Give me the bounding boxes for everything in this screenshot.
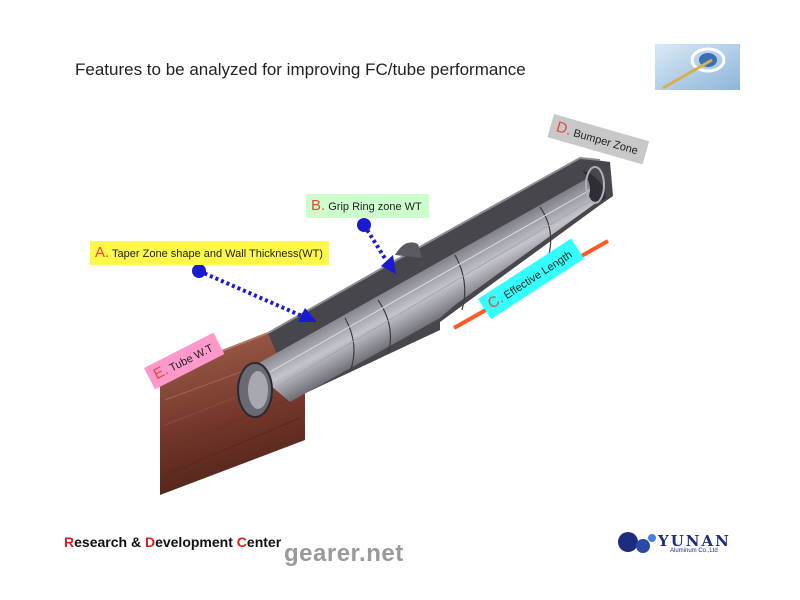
ferrule — [237, 156, 613, 418]
label-letter: D. — [554, 118, 574, 140]
label-letter: A. — [95, 244, 110, 261]
slide-title: Features to be analyzed for improving FC… — [75, 60, 526, 79]
watermark: gearer.net — [284, 540, 404, 567]
pointer-b — [357, 218, 396, 274]
label-taper-zone: A. Taper Zone shape and Wall Thickness(W… — [90, 241, 329, 265]
brand-subtitle: Aluminum Co.,Ltd — [670, 548, 718, 554]
label-text: Taper Zone shape and Wall Thickness(WT) — [112, 248, 323, 260]
label-letter: B. — [311, 197, 326, 214]
pointer-a — [192, 264, 317, 322]
brand-name: YUNAN — [658, 532, 731, 550]
label-text: Grip Ring zone WT — [328, 201, 422, 213]
brand-logo — [618, 532, 656, 553]
header-logo — [655, 44, 740, 90]
footer-center-name: Research & Development Center — [64, 534, 282, 550]
label-grip-ring: B. Grip Ring zone WT — [306, 194, 429, 218]
